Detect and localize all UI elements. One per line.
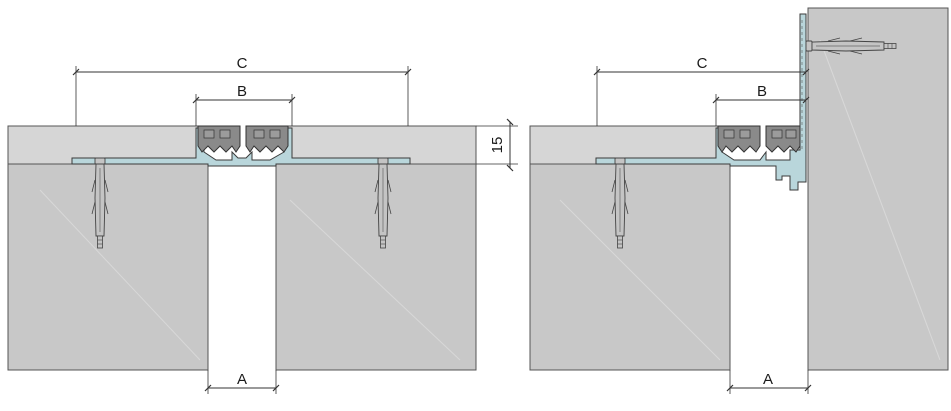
right-aluminium-profile bbox=[595, 13, 807, 191]
right-dimension-b-label: B bbox=[757, 83, 767, 100]
height-dimension: 15 bbox=[476, 118, 518, 172]
right-view: C B A bbox=[529, 7, 949, 394]
left-dimension-c-label: C bbox=[237, 55, 248, 72]
right-dimension-b: B bbox=[712, 83, 810, 126]
left-dimension-b-label: B bbox=[237, 83, 247, 100]
left-dimension-a: A bbox=[204, 370, 280, 394]
right-dimension-c-label: C bbox=[697, 55, 708, 72]
right-dimension-a: A bbox=[726, 370, 812, 394]
right-dimension-a-label: A bbox=[763, 371, 773, 388]
left-concrete-slab-left bbox=[7, 163, 209, 371]
right-rubber-insert bbox=[717, 125, 801, 153]
left-aluminium-profile bbox=[71, 127, 411, 167]
left-dimension-c: C bbox=[72, 55, 412, 126]
left-concrete-slab-right bbox=[275, 163, 477, 371]
right-dimension-c: C bbox=[593, 55, 810, 126]
left-dimension-b: B bbox=[192, 83, 296, 126]
right-concrete-slab bbox=[529, 163, 731, 371]
left-dimension-a-label: A bbox=[237, 371, 247, 388]
right-anchor-bolt-wall bbox=[805, 37, 897, 55]
left-rubber-insert bbox=[197, 125, 289, 153]
height-dimension-label: 15 bbox=[489, 137, 506, 154]
right-wall bbox=[807, 7, 949, 371]
left-view: C B A 15 bbox=[7, 55, 518, 394]
